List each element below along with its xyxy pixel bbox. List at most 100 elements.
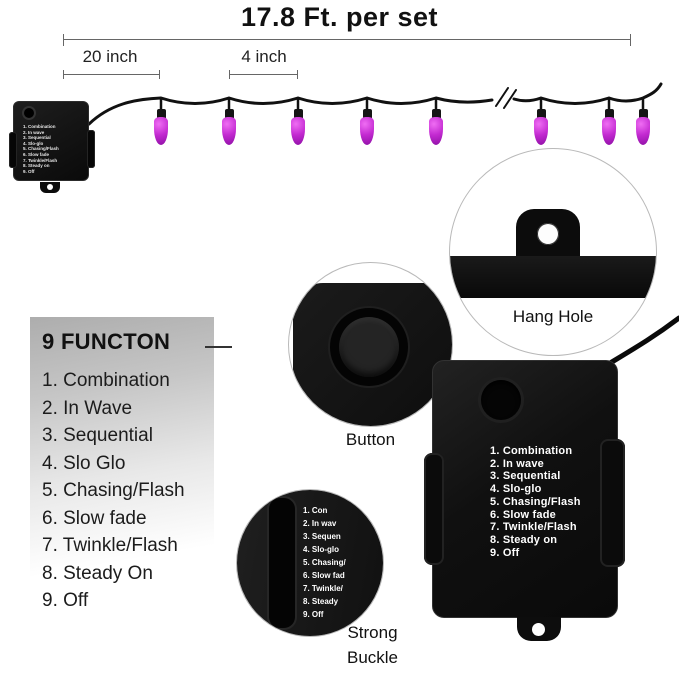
bulb-cap — [604, 109, 614, 119]
controller-label-line: 3. Sequential — [490, 470, 561, 483]
hang-hole-label: Hang Hole — [512, 307, 594, 326]
mode-button — [481, 380, 521, 420]
function-item: 8. Steady On — [42, 562, 153, 584]
functions-panel-title: 9 FUNCTON — [42, 329, 171, 354]
function-item: 4. Slo Glo — [42, 452, 126, 474]
mini-label-line: 3. Sequential — [23, 135, 51, 141]
bulb-glass — [154, 117, 168, 145]
buckle-left — [424, 453, 444, 565]
controller-box: 1. Combination 2. In wave 3. Sequential … — [424, 360, 625, 641]
function-item: 1. Combination — [42, 370, 170, 391]
mini-label-line: 7. Twinkle/Flash — [23, 157, 58, 163]
mini-buckle-left — [9, 132, 17, 168]
controller-label-line: 8. Steady on — [490, 533, 558, 546]
dimension-tick — [63, 70, 64, 79]
bulb-cap — [638, 109, 648, 119]
functions-list: 1. Combination 2. In Wave 3. Sequential … — [42, 367, 214, 615]
bulb-glass — [636, 117, 650, 145]
dimension-tick — [297, 70, 298, 79]
function-item: 7. Twinkle/Flash — [42, 535, 178, 556]
controller-label-line: 9. Off — [490, 546, 520, 559]
button-zoom-circle — [288, 262, 453, 427]
bulb-glass — [291, 117, 305, 145]
total-dimension-line — [63, 34, 631, 46]
hang-hole-zoom-circle: Hang Hole — [449, 148, 657, 356]
mini-label-line: 5. Chasing/Flash — [23, 146, 59, 152]
function-item: 2. In Wave — [42, 397, 133, 419]
buckle-zoom-line: 3. Sequen — [303, 532, 341, 541]
panel-leader-line — [205, 346, 232, 348]
dimension-tick — [630, 34, 631, 46]
mini-label-line: 9. Off — [23, 168, 35, 174]
mini-hang-tab — [40, 182, 60, 193]
mini-label-line: 6. Slow fade — [23, 151, 50, 157]
mini-hang-hole — [47, 184, 53, 190]
controller-label-line: 1. Combination — [490, 445, 573, 457]
dimension-tick — [159, 70, 160, 79]
controller-label-line: 6. Slow fade — [490, 508, 556, 521]
function-item: 6. Slow fade — [42, 507, 147, 529]
bulb-cap — [362, 109, 372, 119]
buckle-zoom-line: 8. Steady — [303, 597, 339, 606]
strong-buckle-zoom-circle: 1. Con 2. In wav 3. Sequen 4. Slo-glo 5.… — [236, 489, 384, 637]
strong-buckle-label-line1: Strong — [347, 623, 398, 642]
function-item: 5. Chasing/Flash — [42, 480, 185, 501]
buckle-zoom-line: 6. Slow fad — [303, 571, 345, 580]
bulb-glass — [222, 117, 236, 145]
mini-mode-button — [24, 108, 34, 118]
hang-tab-bottom — [517, 617, 561, 641]
controller-label: 1. Combination 2. In wave 3. Sequential … — [490, 445, 581, 559]
buckle-zoom-line: 4. Slo-glo — [303, 545, 339, 554]
controller-body: 1. Combination 2. In wave 3. Sequential … — [424, 360, 625, 641]
mini-label-line: 8. Steady on — [23, 163, 50, 169]
buckle-zoom-line: 5. Chasing/ — [303, 558, 346, 567]
strong-buckle-label: Strong Buckle — [330, 620, 415, 670]
bulb-glass — [360, 117, 374, 145]
bulb-cap — [431, 109, 441, 119]
buckle-zoom-line: 2. In wav — [303, 519, 337, 528]
hang-hole-icon — [537, 223, 559, 245]
led-bulb — [429, 109, 443, 149]
strong-buckle-label-line2: Buckle — [346, 648, 399, 667]
wire-segment-right — [512, 82, 663, 105]
controller-top-edge — [450, 256, 656, 298]
led-bulb — [291, 109, 305, 149]
led-bulb — [602, 109, 616, 149]
bulb-cap — [293, 109, 303, 119]
bulb-glass — [429, 117, 443, 145]
bulb-spacing-label: 4 inch — [241, 47, 287, 66]
controller-label-line: 2. In wave — [490, 457, 544, 470]
dimension-tick — [63, 34, 64, 46]
mini-controller-label: 1. Combination 2. In wave 3. Sequential … — [23, 124, 59, 174]
mini-controller-body: 1. Combination 2. In wave 3. Sequential … — [9, 101, 95, 193]
controller-label-line: 7. Twinkle/Flash — [490, 521, 577, 534]
led-bulb — [360, 109, 374, 149]
function-item: 9. Off — [42, 590, 89, 611]
buckle-icon — [269, 498, 295, 628]
mini-label-line: 2. In wave — [23, 129, 45, 135]
dimension-tick — [229, 70, 230, 79]
led-bulb — [222, 109, 236, 149]
bulb-cap — [224, 109, 234, 119]
buckle-zoom-label-text: 1. Con 2. In wav 3. Sequen 4. Slo-glo 5.… — [303, 504, 346, 621]
controller-label-line: 4. Slo-glo — [490, 483, 542, 496]
led-bulb — [154, 109, 168, 149]
buckle-zoom-line: 1. Con — [303, 506, 328, 515]
buckle-right — [600, 439, 625, 567]
bulb-cap — [156, 109, 166, 119]
mini-buckle-right — [87, 130, 95, 168]
mode-button-icon — [339, 317, 399, 377]
box-to-first-bulb-dimension-line — [63, 70, 160, 79]
mini-controller-box: 1. Combination 2. In wave 3. Sequential … — [9, 99, 107, 193]
box-to-first-bulb-label: 20 inch — [82, 47, 138, 66]
hang-hole-bottom — [532, 623, 545, 636]
total-length-label: 17.8 Ft. per set — [240, 2, 439, 32]
buckle-zoom-line: 9. Off — [303, 610, 324, 619]
led-bulb — [636, 109, 650, 149]
led-bulb — [534, 109, 548, 149]
mini-label-line: 1. Combination — [23, 124, 56, 129]
buckle-zoom-line: 7. Twinkle/ — [303, 584, 343, 593]
functions-panel: 9 FUNCTON 1. Combination 2. In Wave 3. S… — [30, 317, 214, 619]
bulb-glass — [602, 117, 616, 145]
